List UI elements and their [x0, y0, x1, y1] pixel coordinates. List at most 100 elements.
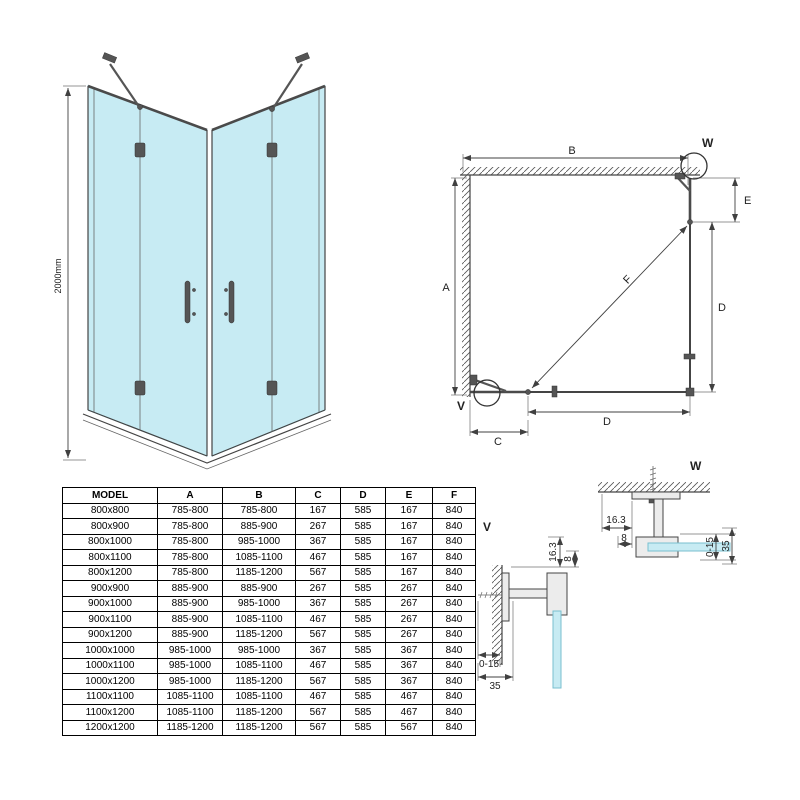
dim-f-label: F: [621, 273, 634, 286]
detail-v-wall: [492, 565, 503, 665]
table-cell: 467: [385, 688, 433, 705]
dim-d-bottom-label: D: [603, 416, 611, 428]
table-cell: 985-1000: [157, 657, 223, 674]
table-cell: 567: [295, 564, 341, 581]
table-cell: 1085-1100: [222, 611, 296, 628]
table-cell: 1185-1200: [222, 673, 296, 690]
table-cell: 567: [295, 673, 341, 690]
table-cell: 800x1000: [62, 533, 158, 550]
table-cell: 1100x1200: [62, 704, 158, 721]
table-cell: 467: [295, 549, 341, 566]
table-cell: 800x1200: [62, 564, 158, 581]
table-cell: 585: [340, 580, 386, 597]
table-cell: 840: [432, 595, 476, 612]
table-cell: 467: [295, 688, 341, 705]
table-cell: 885-900: [222, 518, 296, 535]
table-cell: 840: [432, 626, 476, 643]
table-cell: 785-800: [157, 518, 223, 535]
table-cell: 585: [340, 564, 386, 581]
dimension-b: B: [462, 145, 689, 185]
table-cell: 585: [340, 657, 386, 674]
dim-015-label: 0-15: [479, 659, 499, 670]
table-cell: 900x900: [62, 580, 158, 597]
table-cell: 585: [340, 719, 386, 736]
dim-35-label: 35: [721, 540, 732, 552]
table-cell: 167: [385, 502, 433, 519]
table-cell: 900x1100: [62, 611, 158, 628]
isometric-view: 2000mm: [53, 52, 332, 470]
table-cell: 1100x1100: [62, 688, 158, 705]
table-cell: 585: [340, 518, 386, 535]
table-cell: 985-1000: [222, 595, 296, 612]
table-cell: 1000x1200: [62, 673, 158, 690]
table-cell: 167: [385, 564, 433, 581]
dimension-e: E: [693, 177, 751, 223]
table-cell: 840: [432, 704, 476, 721]
table-header-cell: D: [340, 487, 386, 504]
table-cell: 467: [295, 611, 341, 628]
table-cell: 1185-1200: [222, 564, 296, 581]
detail-v-dim-35: 35: [477, 601, 514, 692]
table-cell: 1185-1200: [157, 719, 223, 736]
detail-callout-w: W: [680, 136, 714, 180]
hinge-pivot-right: [687, 219, 693, 225]
dim-015-label: 0-15: [705, 537, 716, 557]
table-cell: 1200x1200: [62, 719, 158, 736]
table-cell: 985-1000: [157, 673, 223, 690]
detail-v-glass: [552, 610, 562, 689]
handle-plan-bottom: [551, 385, 558, 398]
table-cell: 885-900: [157, 595, 223, 612]
table-cell: 785-800: [157, 549, 223, 566]
table-cell: 585: [340, 502, 386, 519]
detail-v-title: V: [483, 520, 491, 534]
dimension-c: C: [469, 400, 529, 448]
table-cell: 785-800: [222, 502, 296, 519]
table-cell: 367: [295, 595, 341, 612]
handle-right: [228, 280, 235, 324]
table-cell: 267: [295, 518, 341, 535]
table-header-cell: F: [432, 487, 476, 504]
hinge-icon: [134, 142, 146, 158]
glass-panel-right: [211, 85, 326, 457]
table-cell: 840: [432, 642, 476, 659]
table-cell: 585: [340, 626, 386, 643]
table-cell: 1000x1100: [62, 657, 158, 674]
detail-v-dim-015: 0-15: [477, 601, 501, 670]
dim-c-label: C: [494, 436, 502, 448]
table-cell: 885-900: [157, 580, 223, 597]
table-cell: 1085-1100: [157, 704, 223, 721]
walls: [460, 167, 700, 397]
door-handles: [184, 280, 235, 324]
detail-w-title: W: [690, 459, 702, 473]
detail-w-view: W 16.3 8: [598, 459, 737, 565]
table-cell: 167: [295, 502, 341, 519]
table-cell: 267: [385, 611, 433, 628]
table-cell: 1185-1200: [222, 704, 296, 721]
table-cell: 840: [432, 549, 476, 566]
dim-35-label: 35: [489, 681, 501, 692]
dim-e-label: E: [744, 195, 751, 207]
table-cell: 567: [295, 626, 341, 643]
table-cell: 267: [385, 595, 433, 612]
table-cell: 800x1100: [62, 549, 158, 566]
table-cell: 840: [432, 518, 476, 535]
dim-a-label: A: [442, 282, 450, 294]
dim-8-label: 8: [621, 533, 627, 544]
detail-w-profile: [631, 491, 731, 558]
detail-w-dim-163: 16.3: [601, 494, 633, 548]
frame-lines: [82, 84, 332, 470]
hinge-pivot-bottom: [525, 389, 531, 395]
table-cell: 1185-1200: [222, 626, 296, 643]
